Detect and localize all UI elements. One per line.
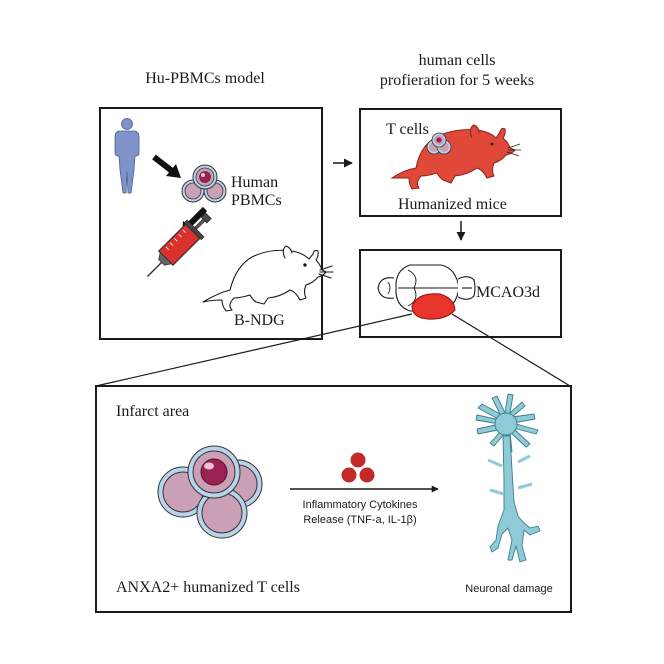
bndg-label: B-NDG [234,312,285,329]
panel-b-frame [359,108,562,217]
syringe-icon [146,212,212,278]
cytokine-label-line1: Inflammatory Cytokines [303,499,418,511]
t-cells-caption: ANXA2+ humanized T cells [116,579,300,596]
humanized-mouse-icon [390,124,521,190]
pbmcs-label: PBMCs [231,192,282,209]
human-to-pbmc-arrow [152,154,174,174]
cytokine-dots-icon [341,452,375,483]
pbmc-cluster-icon [181,164,227,203]
human-figure-icon [114,118,140,194]
anxa2-t-cell-cluster-icon [157,445,263,539]
panel-a-title: Hu-PBMCs model [145,70,265,87]
neuron-icon [475,393,541,563]
panel-a-frame [99,107,323,340]
panel-b-title-line2: profieration for 5 weeks [380,72,534,89]
mcao-label: MCAO3d [476,284,540,301]
bndg-mouse-icon [202,245,334,312]
panel-c-frame [359,249,562,338]
panel-b-title-line1: human cells [419,52,496,69]
zoom-line-right [451,313,571,387]
infarct-area-label: Infarct area [116,403,189,420]
zoom-line-left [95,313,413,387]
infarct-region [411,293,456,320]
panel-d-frame [95,385,572,613]
human-label: Human [231,174,278,191]
neuronal-damage-label: Neuronal damage [465,583,552,595]
pbmc-to-syringe-arrow [187,206,208,227]
t-cells-label: T cells [386,121,429,138]
cytokine-label-line2: Release (TNF-a, IL-1β) [303,514,416,526]
humanized-mice-label: Humanized mice [398,196,507,213]
human-to-pbmc-arrowhead [166,164,181,178]
t-cell-icon [426,132,452,155]
